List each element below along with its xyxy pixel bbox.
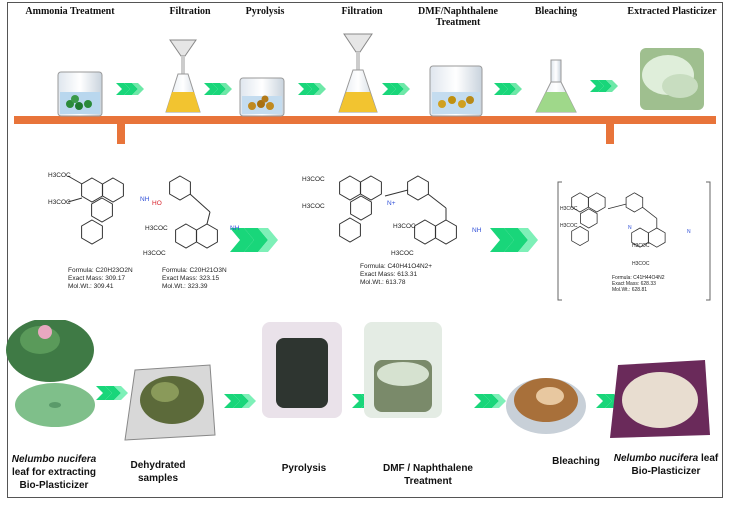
step-label-filtration-1: Filtration [169,6,211,17]
dmf-treatment-photo [364,322,442,418]
atom-label: H3COC [632,243,650,249]
arrow-3 [298,83,326,95]
atom-label: H3COC [391,250,414,257]
bottom-label-dehydrated: Dehydrated samples [130,460,186,484]
sample-photos [6,320,710,441]
mol-wt: Mol.Wt.: 323.39 [162,283,208,290]
arrow-5 [494,83,522,95]
bracket-left [557,181,562,301]
arrow-4 [382,83,410,95]
formula: Formula: C40H41O4N2+ [360,263,433,270]
atom-label-nh: NH [472,227,482,234]
step-label-dmf: DMF/Naphthalene Treatment [418,6,498,28]
arrow-6 [590,80,618,92]
step-label-pyrolysis: Pyrolysis [245,6,285,17]
structure-compound-4 [571,192,666,248]
exact-mass: Exact Mass: 628.33 [612,281,656,287]
species-name: Nelumbo nucifera [613,453,699,464]
arrow-b1 [96,386,128,400]
mol-wt: Mol.Wt.: 613.78 [360,279,406,286]
atom-label: H3COC [560,223,578,229]
chemical-structures [67,175,711,301]
exact-mass: Exact Mass: 613.31 [360,271,418,278]
label-text: leaf for extracting Bio-Plasticizer [12,467,96,491]
bottom-label-dmf: DMF / Naphthalene Treatment [382,463,473,487]
label-text: leaf Bio-Plasticizer [631,453,719,477]
atom-label: H3COC [560,206,578,212]
atom-label-n-plus: N+ [387,200,396,207]
mol-wt: Mol.Wt.: 309.41 [68,283,114,290]
compound-4-info: Formula: C41H44O4N2 Exact Mass: 628.33 M… [612,275,665,293]
atom-label-n: N [687,229,691,235]
bottom-label-pyrolysis: Pyrolysis [281,463,327,474]
atom-label: H3COC [393,223,416,230]
step-label-ammonia: Ammonia Treatment [25,6,115,17]
bio-plasticizer-photo [610,360,710,438]
compound-1-info: Formula: C20H23O2N Exact Mass: 309.17 Mo… [68,267,133,291]
atom-label: H3COC [48,172,71,179]
mol-wt: Mol.Wt.: 628.81 [612,287,648,293]
atom-label: H3COC [143,250,166,257]
atom-label-nh: NH [230,225,240,232]
lab-apparatus [14,33,716,144]
lotus-plant-photo [6,320,94,382]
dehydrated-samples-photo [124,364,216,441]
formula: Formula: C41H44O4N2 [612,275,665,281]
lotus-leaf-photo [15,383,95,427]
formula: Formula: C20H21O3N [162,267,227,274]
bottom-label-bleaching: Bleaching [552,456,600,467]
atom-label-n: N [628,225,632,231]
atom-label: H3COC [302,203,325,210]
beaker-dmf [429,65,483,117]
arrow-1 [116,83,144,95]
beaker-ammonia [57,71,103,117]
step-label-extracted: Extracted Plasticizer [627,6,717,17]
atom-label: H3COC [632,261,650,267]
structure-compound-2 [169,175,218,249]
atom-label: H3COC [48,199,71,206]
atom-label: H3COC [302,176,325,183]
extracted-plasticizer-image [640,48,704,110]
frame-border [7,2,723,498]
formula: Formula: C20H23O2N [68,267,133,274]
arrow-b4 [474,394,506,408]
atom-label-ho: HO [152,200,162,207]
species-name: Nelumbo nucifera [11,454,97,465]
structure-compound-1 [67,175,124,245]
atom-label-nh: NH [140,196,150,203]
atom-label: H3COC [145,225,168,232]
step-label-filtration-2: Filtration [341,6,383,17]
shelf [14,116,716,124]
bracket-right [706,181,711,301]
flask-filtration-2 [338,33,378,113]
exact-mass: Exact Mass: 309.17 [68,275,126,282]
step-label-bleaching: Bleaching [534,6,578,17]
structure-compound-3 [339,175,457,245]
beaker-pyrolysis [239,77,285,117]
exact-mass: Exact Mass: 323.15 [162,275,220,282]
arrow-2 [204,83,232,95]
flask-bleaching [535,59,577,113]
reaction-arrow-2 [490,228,538,252]
pyrolysis-photo [262,322,342,418]
bottom-label-lotus-leaf: Nelumbo nucifera leaf for extracting Bio… [9,453,99,492]
compound-2-info: Formula: C20H21O3N Exact Mass: 323.15 Mo… [162,267,227,291]
bottom-label-bio-plasticizer: Nelumbo nucifera leaf Bio-Plasticizer [611,452,721,478]
flask-filtration-1 [165,39,201,113]
bleaching-photo [506,378,586,434]
compound-3-info: Formula: C40H41O4N2+ Exact Mass: 613.31 … [360,263,432,287]
arrow-b2 [224,394,256,408]
